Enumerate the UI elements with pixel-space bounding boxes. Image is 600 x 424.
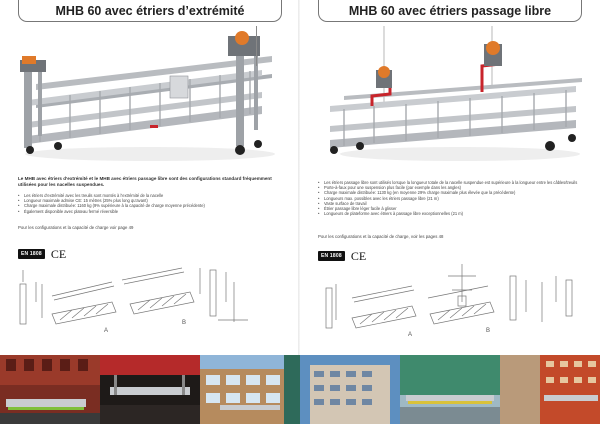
left-page: MHB 60 avec étriers d’extrémité — [0, 0, 300, 424]
right-exploded-diagram: A B — [312, 262, 594, 344]
diagram-label-a: A — [104, 328, 108, 334]
left-config-note: Pour les configurations et la capacité d… — [18, 225, 134, 230]
left-feature-list: Les étriers d’extrémité avec les treuils… — [18, 193, 284, 214]
right-certifications: EN 1808 CE — [318, 250, 366, 262]
list-item: Longueurs max. possibles avec les étrier… — [318, 196, 584, 201]
left-exploded-diagram: A B — [12, 262, 294, 344]
platform-end-stirrups-photo — [10, 26, 292, 166]
list-item: Les étriers passage libre sont utilisés … — [318, 180, 584, 185]
list-item: Charge maximale distribuée: 1130 kg (en … — [318, 190, 584, 195]
left-certifications: EN 1808 CE — [18, 248, 66, 260]
list-item: Longueur maximale admise CE: 15 mètres (… — [18, 198, 284, 203]
en1808-badge: EN 1808 — [18, 249, 45, 259]
list-item: Étrier passage libre léger facile à glis… — [318, 206, 584, 211]
right-config-note: Pour les configurations et la capacité d… — [318, 234, 444, 239]
photo-building-site-1 — [0, 355, 100, 424]
bottom-photo-strip — [0, 355, 600, 424]
intro-text: Le MHB avec étriers d’extrémité et le MH… — [18, 176, 272, 187]
en1808-badge: EN 1808 — [318, 251, 345, 261]
ce-mark-icon: CE — [50, 247, 67, 261]
photo-building-site-3 — [200, 355, 300, 424]
list-item: Les étriers d’extrémité avec les treuils… — [18, 193, 284, 198]
list-item: Longueurs de plateforme avec étriers à p… — [318, 211, 584, 216]
photo-building-site-6 — [500, 355, 600, 424]
diagram-label-b: B — [486, 328, 490, 334]
diagram-label-a: A — [408, 332, 412, 338]
right-page: MHB 60 avec étriers passage libre — [300, 0, 600, 424]
diagram-label-b: B — [182, 320, 186, 326]
right-page-title: MHB 60 avec étriers passage libre — [318, 0, 582, 22]
list-item: Charge maximale distribuée: 1160 kg (9% … — [18, 203, 284, 208]
photo-building-site-5 — [400, 355, 500, 424]
left-page-title: MHB 60 avec étriers d’extrémité — [18, 0, 282, 22]
list-item: Également disponible avec plateau fermé … — [18, 209, 284, 214]
photo-building-site-2 — [100, 355, 200, 424]
ce-mark-icon: CE — [350, 249, 367, 263]
platform-passthrough-stirrups-photo — [310, 26, 592, 166]
list-item: Vaste surface de travail — [318, 201, 584, 206]
list-item: Porte-à-faux pour une suspension plus fa… — [318, 185, 584, 190]
photo-building-site-4 — [300, 355, 400, 424]
right-feature-list: Les étriers passage libre sont utilisés … — [318, 180, 584, 217]
